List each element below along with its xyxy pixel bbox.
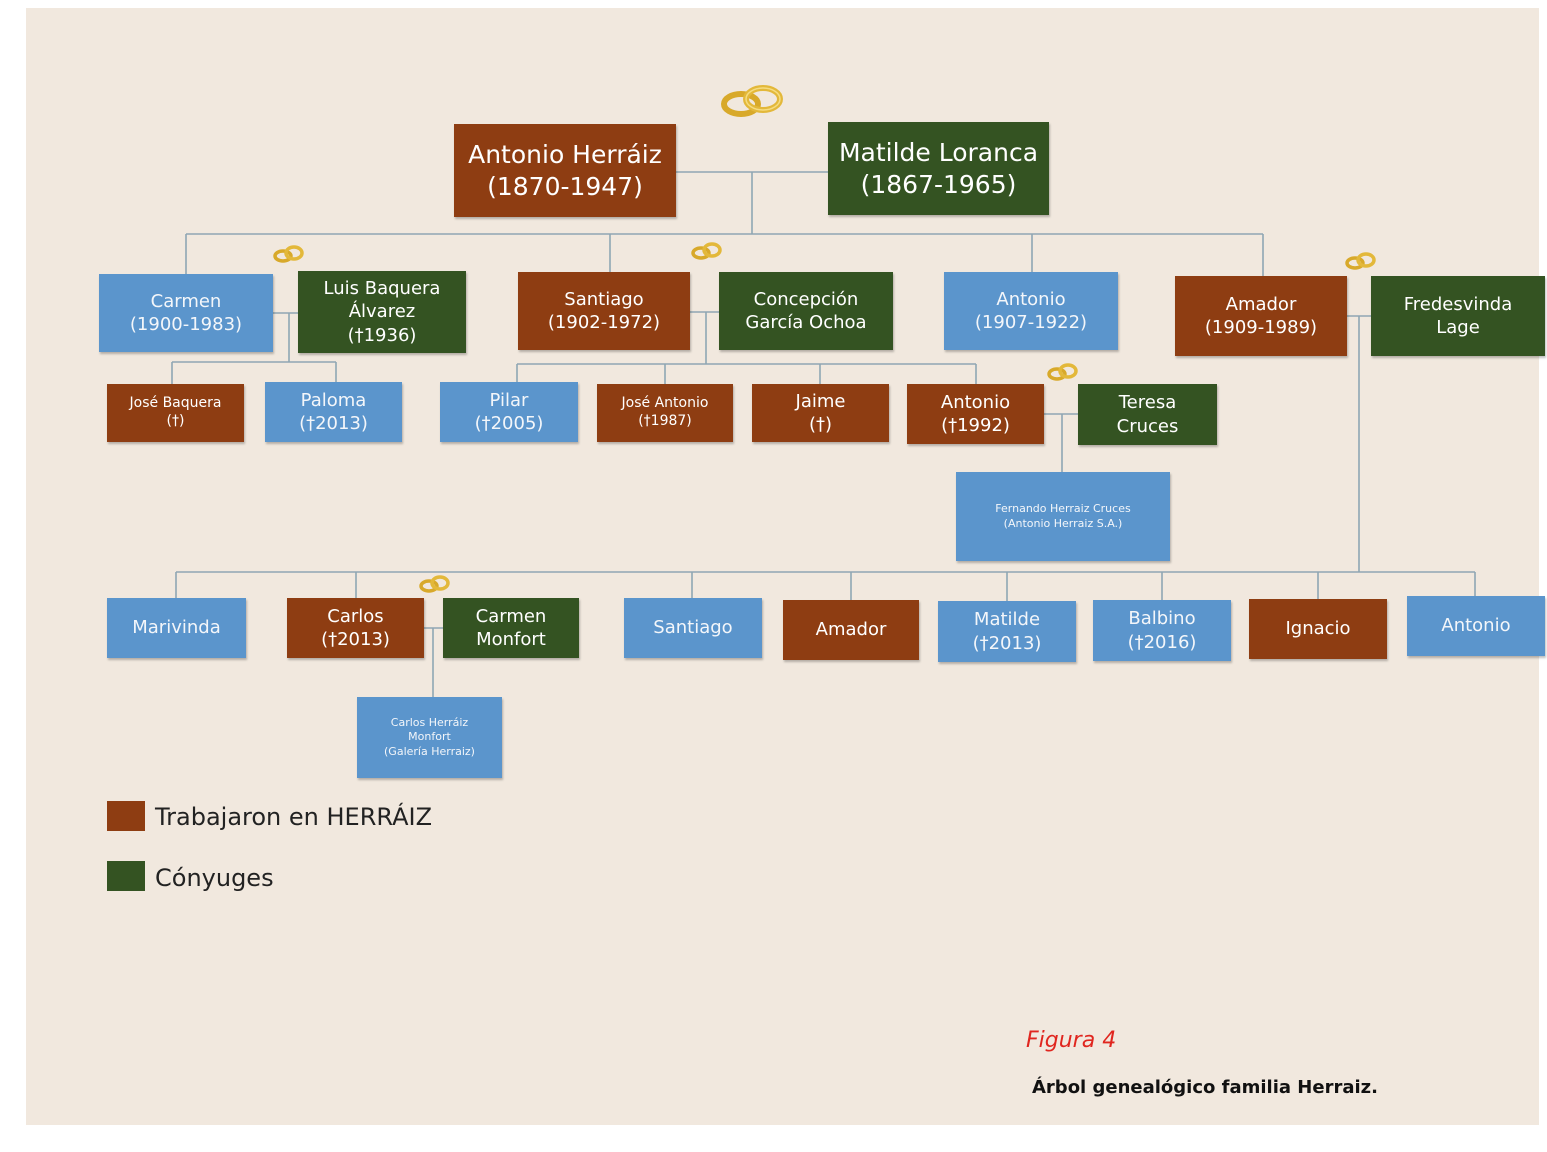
person-dates: (†2016) bbox=[1127, 631, 1197, 653]
person-name: Carmen bbox=[150, 290, 222, 312]
person-antonio-jr: Antonio bbox=[1407, 596, 1545, 656]
legend-swatch-worked bbox=[107, 801, 145, 831]
figure-number: Figura 4 bbox=[1026, 1028, 1117, 1053]
diagram-background bbox=[26, 8, 1539, 1125]
person-matilde: Matilde(†2013) bbox=[938, 601, 1076, 662]
person-antonio-herraiz: Antonio Herráiz(1870-1947) bbox=[454, 124, 676, 217]
person-name: José Baquera bbox=[129, 395, 222, 412]
person-jaime: Jaime(†) bbox=[752, 384, 889, 442]
wedding-rings-icon bbox=[273, 245, 304, 263]
person-dates: (1909-1989) bbox=[1204, 317, 1318, 338]
person-surname: Lage bbox=[1436, 317, 1480, 338]
person-amador: Amador(1909-1989) bbox=[1175, 276, 1347, 356]
person-name: Antonio bbox=[940, 391, 1011, 413]
person-dates: (†) bbox=[166, 413, 185, 429]
person-amador-jr: Amador bbox=[783, 600, 919, 660]
person-carmen: Carmen(1900-1983) bbox=[99, 274, 273, 352]
person-name: Fernando Herraiz Cruces bbox=[995, 502, 1131, 516]
person-name: Antonio bbox=[996, 288, 1066, 310]
person-jose-baquera: José Baquera(†) bbox=[107, 384, 244, 442]
wedding-rings-icon bbox=[691, 242, 722, 260]
person-pilar: Pilar(†2005) bbox=[440, 382, 578, 442]
person-name: Antonio bbox=[1441, 615, 1511, 637]
person-name: Jaime bbox=[795, 390, 846, 412]
person-santiago-jr: Santiago bbox=[624, 598, 762, 658]
person-dates: (1902-1972) bbox=[547, 312, 661, 333]
person-matilde-loranca: Matilde Loranca(1867-1965) bbox=[828, 122, 1049, 215]
person-antonio-1992: Antonio(†1992) bbox=[907, 384, 1044, 444]
person-name: Carlos Herráiz bbox=[390, 716, 469, 730]
person-santiago: Santiago(1902-1972) bbox=[518, 272, 690, 350]
person-name: José Antonio bbox=[621, 395, 709, 412]
person-name: Matilde Loranca bbox=[838, 137, 1039, 167]
legend-label-worked: Trabajaron en HERRÁIZ bbox=[155, 803, 433, 831]
person-dates: (†1936) bbox=[347, 324, 417, 346]
person-name: Teresa bbox=[1118, 392, 1177, 414]
wedding-rings-icon bbox=[721, 85, 783, 117]
person-dates: (1870-1947) bbox=[487, 171, 643, 201]
person-dates: (1867-1965) bbox=[860, 169, 1017, 199]
person-note: (Galería Herraiz) bbox=[384, 744, 475, 758]
person-dates: (†2005) bbox=[474, 413, 544, 434]
person-carlos: Carlos(†2013) bbox=[287, 598, 424, 658]
person-surname: Cruces bbox=[1116, 415, 1179, 437]
person-surname: Álvarez bbox=[348, 301, 416, 323]
person-name: Matilde bbox=[973, 609, 1041, 631]
person-fernando: Fernando Herraiz Cruces(Antonio Herraiz … bbox=[956, 472, 1170, 561]
person-name: Fredesvinda bbox=[1403, 293, 1513, 315]
person-dates: (†2013) bbox=[972, 632, 1042, 654]
person-surname: Monfort bbox=[408, 730, 451, 744]
person-surname: García Ochoa bbox=[745, 312, 867, 333]
person-note: (Antonio Herraiz S.A.) bbox=[1003, 516, 1123, 530]
legend-swatch-spouse bbox=[107, 861, 145, 891]
person-name: Santiago bbox=[653, 617, 733, 639]
wedding-rings-icon bbox=[1047, 363, 1078, 381]
person-name: Carlos bbox=[327, 605, 384, 627]
person-name: Pilar bbox=[489, 389, 529, 411]
person-name: Santiago bbox=[564, 288, 644, 310]
person-name: Antonio Herráiz bbox=[468, 139, 662, 169]
person-dates: (†) bbox=[808, 414, 833, 435]
person-dates: (†1992) bbox=[941, 415, 1010, 436]
person-dates: (†2013) bbox=[321, 629, 390, 650]
person-balbino: Balbino(†2016) bbox=[1093, 600, 1231, 661]
person-name: Marivinda bbox=[132, 617, 221, 639]
wedding-rings-icon bbox=[1345, 252, 1376, 270]
person-dates: (†1987) bbox=[638, 413, 692, 429]
person-ignacio: Ignacio bbox=[1249, 599, 1387, 659]
person-name: Paloma bbox=[300, 389, 367, 411]
figure-caption: Árbol genealógico familia Herraiz. bbox=[1032, 1077, 1378, 1098]
legend-label-spouse: Cónyuges bbox=[155, 864, 274, 892]
wedding-rings-icon bbox=[419, 575, 450, 593]
person-antonio-1907: Antonio(1907-1922) bbox=[944, 272, 1118, 350]
person-name: Concepción bbox=[753, 288, 859, 310]
person-name: Amador bbox=[815, 619, 887, 641]
person-name: Balbino bbox=[1128, 608, 1196, 630]
person-dates: (1900-1983) bbox=[129, 314, 243, 335]
person-name: Carmen bbox=[475, 605, 547, 627]
person-jose-antonio: José Antonio(†1987) bbox=[597, 384, 733, 442]
person-name: Luis Baquera bbox=[323, 278, 441, 300]
person-dates: (1907-1922) bbox=[974, 312, 1088, 333]
person-paloma: Paloma(†2013) bbox=[265, 382, 402, 442]
person-name: Amador bbox=[1225, 293, 1297, 315]
person-dates: (†2013) bbox=[299, 413, 368, 434]
person-name: Ignacio bbox=[1285, 618, 1351, 640]
person-marivinda: Marivinda bbox=[107, 598, 246, 658]
person-surname: Monfort bbox=[476, 629, 546, 650]
